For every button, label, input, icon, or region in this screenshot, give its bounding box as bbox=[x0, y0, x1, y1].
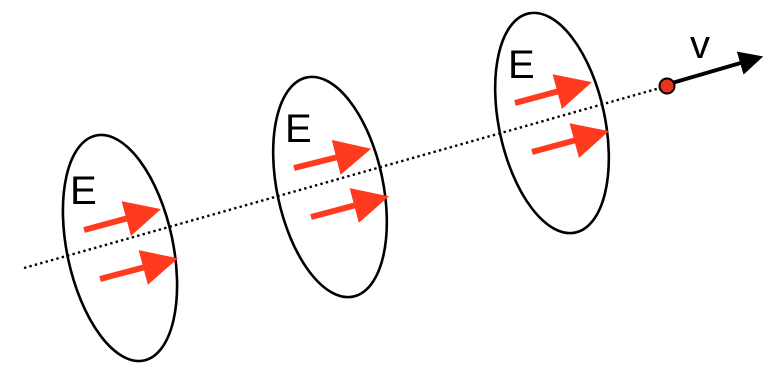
field-loop-middle bbox=[271, 75, 389, 299]
trajectory-line bbox=[23, 86, 661, 270]
charge-dot bbox=[658, 77, 676, 95]
field-loop-left bbox=[61, 133, 179, 363]
field-arrow bbox=[310, 188, 389, 223]
field-arrow bbox=[99, 250, 178, 285]
field-arrow bbox=[83, 201, 161, 236]
field-arrow bbox=[514, 74, 592, 109]
field-label-left: E bbox=[70, 169, 97, 213]
field-label-right: E bbox=[508, 43, 535, 87]
field-label-middle: E bbox=[285, 107, 312, 151]
field-arrow bbox=[531, 123, 609, 158]
velocity-arrow bbox=[671, 51, 764, 85]
velocity-label: v bbox=[690, 23, 710, 67]
field-loop-right bbox=[493, 11, 611, 235]
field-arrow bbox=[293, 139, 372, 175]
